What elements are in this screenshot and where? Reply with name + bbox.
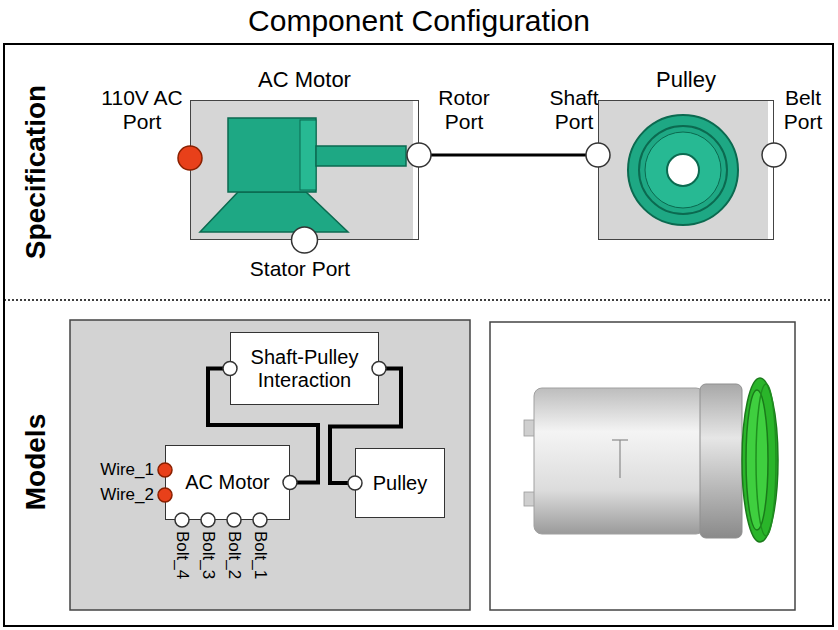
- port-label: Belt Port: [776, 86, 830, 134]
- component-fill: [598, 100, 768, 240]
- pulley-symbol: [628, 115, 738, 225]
- motor-symbol: [200, 118, 406, 232]
- pulley-groove: [639, 126, 727, 214]
- model-box: AC Motor: [165, 445, 290, 520]
- power-port: [178, 146, 202, 170]
- row-heading: Specification: [20, 85, 52, 259]
- render-pulley-groove: [746, 390, 768, 530]
- port-layer: [230, 332, 379, 405]
- wire-label: Wire_1: [100, 460, 154, 480]
- component-fill: [190, 100, 413, 240]
- port-circle: [175, 513, 189, 527]
- port-circle: [283, 475, 297, 489]
- motor-base: [200, 192, 348, 232]
- pulley-rim: [628, 115, 738, 225]
- port-circle: [348, 476, 362, 490]
- render-pulley: [742, 378, 778, 542]
- render-panel: [490, 322, 795, 610]
- bolt-label: Bolt_1: [250, 531, 270, 579]
- port-circle: [291, 227, 317, 253]
- power-port: [158, 463, 172, 477]
- render-body: [534, 388, 704, 534]
- model-panel: [70, 320, 470, 610]
- render-mark: [612, 439, 628, 440]
- component-name: Pulley: [599, 67, 773, 93]
- component-name: AC Motor: [185, 471, 269, 494]
- port-label: Rotor Port: [432, 86, 496, 134]
- port-circle: [253, 513, 267, 527]
- port-layer: [598, 100, 774, 240]
- port-label: Shaft Port: [544, 86, 604, 134]
- bolt-label: Bolt_2: [224, 531, 244, 579]
- render-cap: [700, 384, 742, 538]
- model-box: Shaft-Pulley Interaction: [230, 332, 379, 405]
- motor-shaft: [316, 146, 406, 166]
- component-name: AC Motor: [191, 67, 418, 93]
- row-heading: Models: [20, 414, 52, 510]
- port-circle: [762, 143, 786, 167]
- bolt-label: Bolt_4: [172, 531, 192, 579]
- port-layer: [190, 100, 419, 240]
- component-name: Shaft-Pulley Interaction: [237, 346, 372, 392]
- pulley-hub: [667, 154, 699, 186]
- model-box: Pulley: [355, 448, 445, 518]
- motor-rim: [300, 120, 316, 190]
- pulley-face: [645, 132, 721, 208]
- port-circle: [227, 513, 241, 527]
- port-circle: [223, 361, 237, 375]
- row-divider: [4, 299, 833, 301]
- motor-body: [228, 118, 316, 192]
- wire-label: Wire_2: [100, 485, 154, 505]
- connector: [419, 154, 598, 157]
- spec-component-box: AC Motor: [190, 100, 419, 240]
- port-circle: [372, 361, 386, 375]
- component-name: Pulley: [373, 472, 427, 495]
- motor-render: [524, 378, 778, 542]
- render-pulley-edge: [756, 384, 776, 536]
- port-circle: [201, 513, 215, 527]
- render-mark: [619, 440, 620, 478]
- spec-component-box: Pulley: [598, 100, 774, 240]
- port-circle: [586, 143, 610, 167]
- port-label: 110V AC Port: [96, 86, 188, 134]
- port-circle: [407, 143, 431, 167]
- bolt-label: Bolt_3: [198, 531, 218, 579]
- outer-frame: [4, 44, 833, 626]
- diagram-title: Component Configuration: [0, 4, 838, 39]
- power-port: [158, 488, 172, 502]
- port-label: Stator Port: [250, 257, 350, 281]
